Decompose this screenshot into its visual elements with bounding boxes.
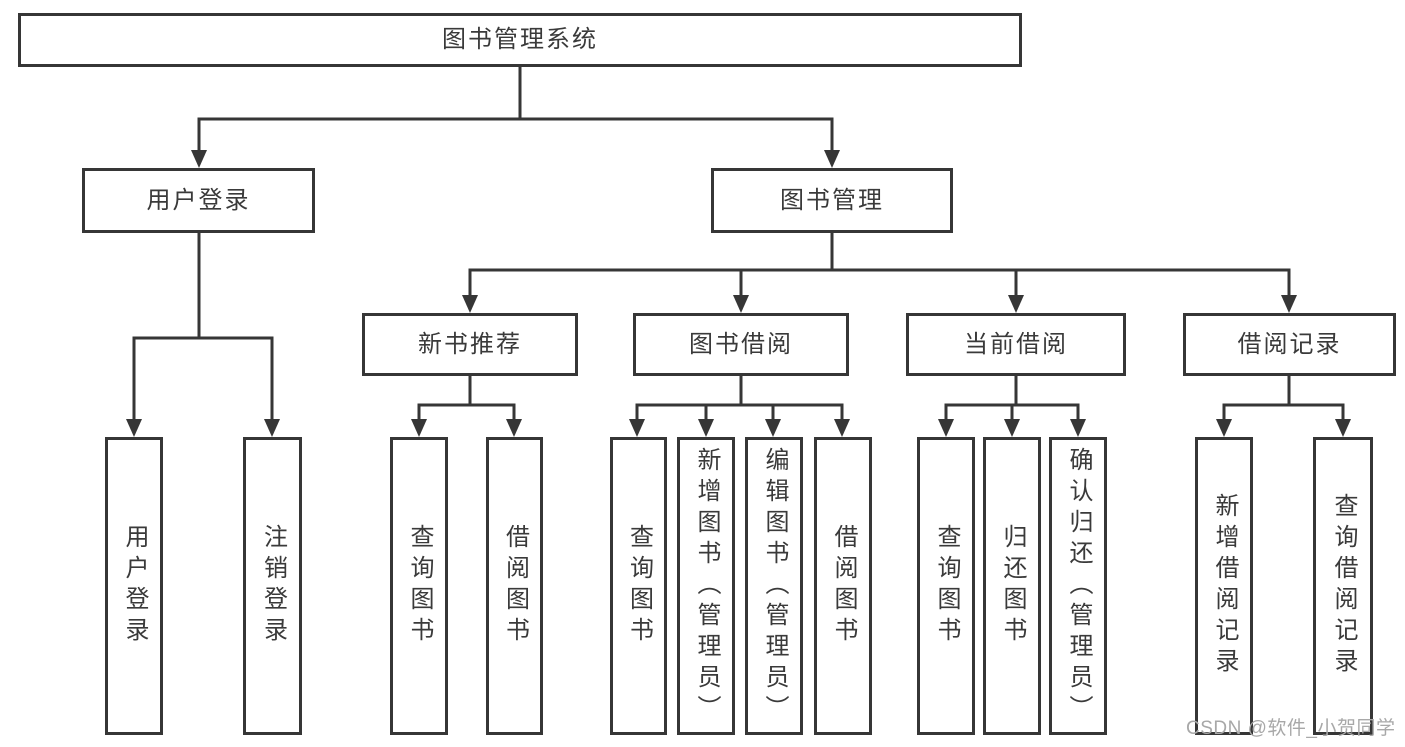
arrowhead xyxy=(506,419,522,437)
edges-new-book-recommend xyxy=(417,374,516,423)
arrowhead xyxy=(938,419,954,437)
leaf-query-books-recommend: 查询图书 xyxy=(390,437,448,735)
node-library-management-system: 图书管理系统 xyxy=(18,13,1022,67)
leaf-query-borrow-record: 查询借阅记录 xyxy=(1313,437,1373,735)
edge-lines xyxy=(132,65,1345,423)
node-new-book-recommend: 新书推荐 xyxy=(362,313,578,376)
leaf-borrow-books: 借阅图书 xyxy=(814,437,872,735)
arrowhead xyxy=(1335,419,1351,437)
arrowhead xyxy=(1070,419,1086,437)
node-user-login: 用户登录 xyxy=(82,168,315,233)
arrowhead xyxy=(1008,295,1024,313)
node-book-borrow: 图书借阅 xyxy=(633,313,849,376)
leaf-query-books-current: 查询图书 xyxy=(917,437,975,735)
arrowhead xyxy=(411,419,427,437)
edges-book-borrow xyxy=(635,374,844,423)
csdn-watermark: CSDN @软件_小贺同学 xyxy=(1186,718,1396,739)
edges-current-borrow xyxy=(944,374,1080,423)
node-current-borrow: 当前借阅 xyxy=(906,313,1126,376)
leaf-return-books: 归还图书 xyxy=(983,437,1041,735)
arrowhead xyxy=(834,419,850,437)
edges-borrow-record xyxy=(1222,374,1345,423)
arrowhead xyxy=(698,419,714,437)
leaf-add-books-admin: 新增图书（管理员） xyxy=(677,437,735,735)
arrowheads xyxy=(126,150,1351,437)
node-borrow-record: 借阅记录 xyxy=(1183,313,1396,376)
edges-book-management xyxy=(468,231,1291,299)
arrowhead xyxy=(126,419,142,437)
leaf-borrow-books-recommend: 借阅图书 xyxy=(486,437,543,735)
leaf-add-borrow-record: 新增借阅记录 xyxy=(1195,437,1253,735)
leaf-query-books-borrow: 查询图书 xyxy=(610,437,667,735)
arrowhead xyxy=(264,419,280,437)
arrowhead xyxy=(1004,419,1020,437)
edges-user-login xyxy=(132,231,274,423)
arrowhead xyxy=(629,419,645,437)
leaf-user-login: 用户登录 xyxy=(105,437,163,735)
arrowhead xyxy=(191,150,207,168)
arrowhead xyxy=(1216,419,1232,437)
leaf-logout: 注销登录 xyxy=(243,437,302,735)
leaf-confirm-return-admin: 确认归还（管理员） xyxy=(1049,437,1107,735)
arrowhead xyxy=(462,295,478,313)
arrowhead xyxy=(765,419,781,437)
arrowhead xyxy=(1281,295,1297,313)
arrowhead xyxy=(733,295,749,313)
edges-root xyxy=(197,65,834,154)
arrowhead xyxy=(824,150,840,168)
leaf-edit-books-admin: 编辑图书（管理员） xyxy=(745,437,803,735)
node-book-management: 图书管理 xyxy=(711,168,953,233)
